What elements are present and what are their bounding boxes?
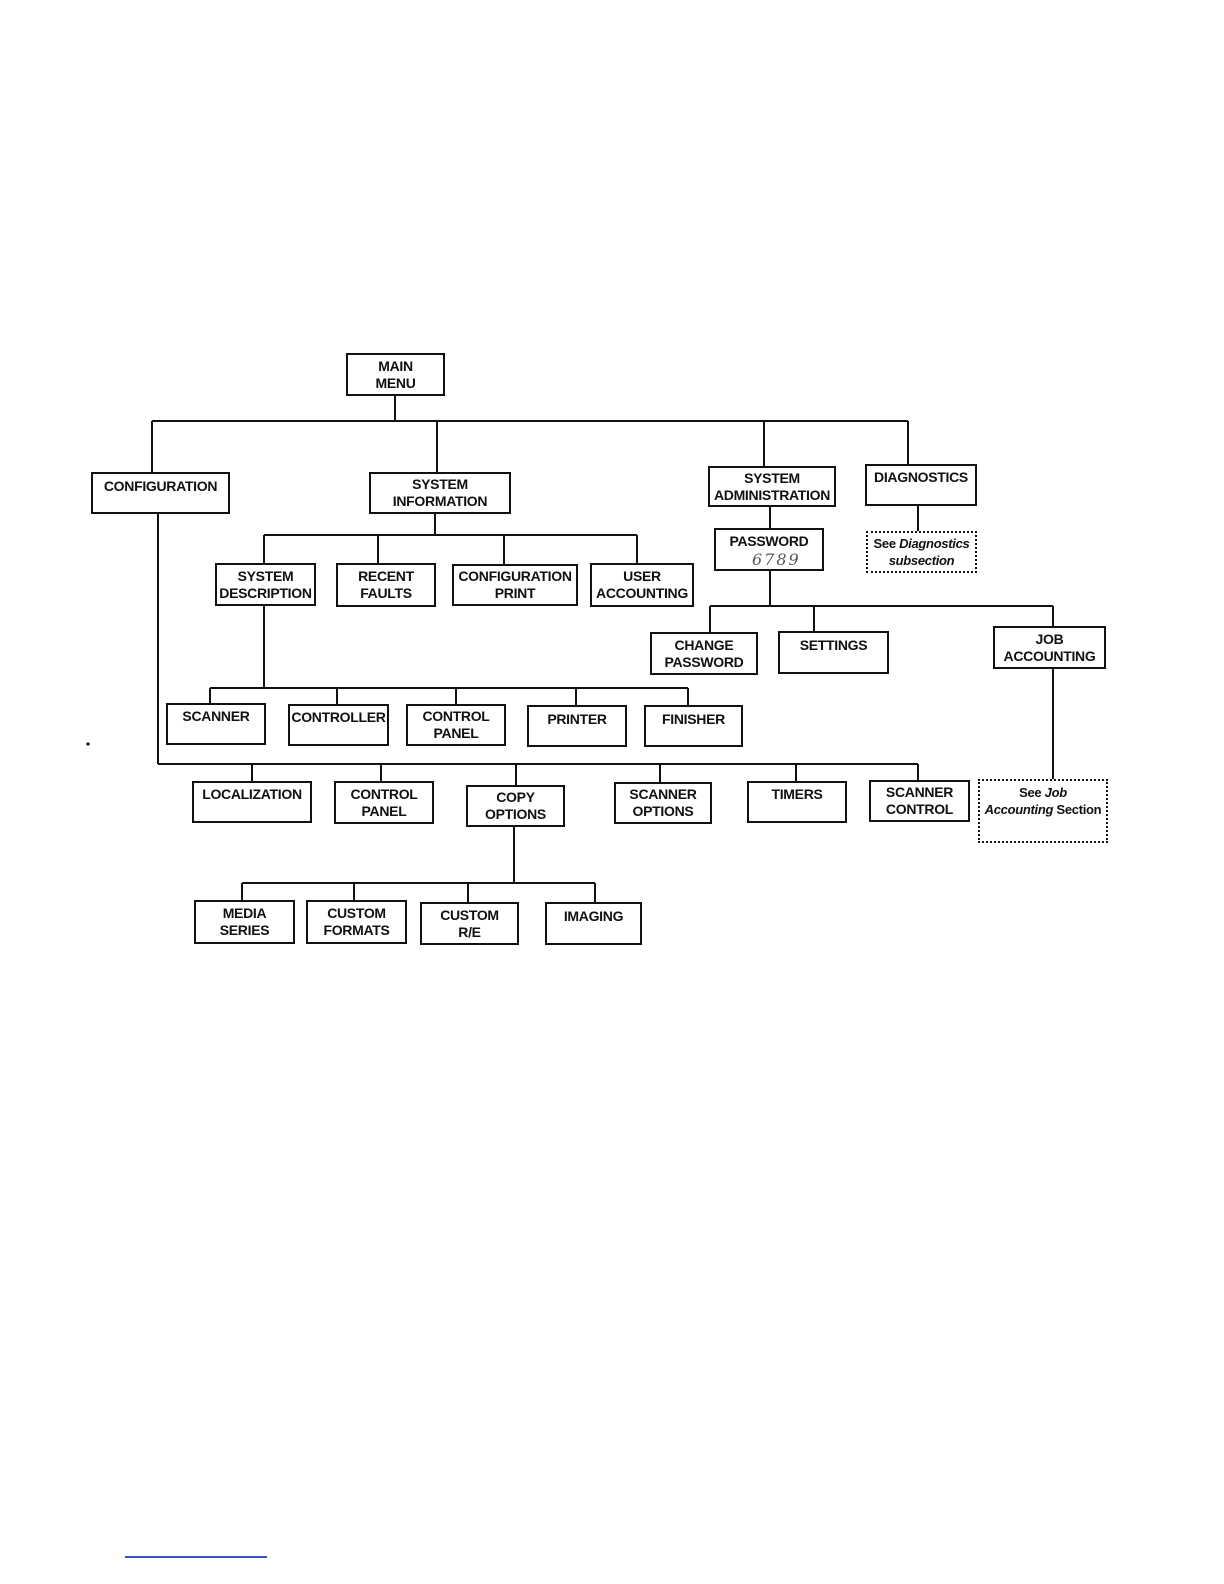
password-handwritten-note: 6789 (752, 550, 801, 569)
see-diagnostics-note: See Diagnostics subsection (866, 531, 977, 573)
see-diagnostics-italic: Diagnostics subsection (888, 536, 970, 568)
copy-options-label: COPY OPTIONS (485, 789, 546, 822)
see-job-prefix: See (1019, 785, 1042, 800)
scanner-options-label: SCANNER OPTIONS (629, 786, 697, 819)
custom-re-label: CUSTOM R/E (440, 906, 499, 940)
system-description-label: SYSTEM DESCRIPTION (219, 567, 312, 601)
scanner-node: SCANNER (166, 703, 266, 745)
scanner-control-label: SCANNER CONTROL (885, 784, 954, 817)
system-information-label: SYSTEM INFORMATION (392, 476, 488, 509)
finisher-node: FINISHER (644, 705, 743, 747)
user-accounting-node: USER ACCOUNTING (590, 563, 694, 607)
system-administration-label: SYSTEM ADMINISTRATION (713, 469, 831, 503)
controller-label: CONTROLLER (291, 709, 386, 725)
main-menu-label: MAIN MENU (375, 357, 416, 391)
configuration-print-label: CONFIGURATION PRINT (458, 568, 572, 601)
job-accounting-label: JOB ACCOUNTING (1003, 630, 1096, 664)
configuration-print-node: CONFIGURATION PRINT (452, 564, 578, 606)
controller-node: CONTROLLER (288, 704, 389, 746)
user-accounting-label: USER ACCOUNTING (596, 568, 688, 601)
scan-speck (86, 742, 90, 746)
media-series-label: MEDIA SERIES (219, 905, 270, 938)
diagnostics-label: DIAGNOSTICS (874, 469, 968, 485)
finisher-label: FINISHER (662, 711, 725, 727)
imaging-label: IMAGING (563, 908, 624, 924)
settings-node: SETTINGS (778, 631, 889, 674)
custom-formats-node: CUSTOM FORMATS (306, 900, 407, 944)
timers-node: TIMERS (747, 781, 847, 823)
custom-formats-label: CUSTOM FORMATS (323, 905, 390, 938)
control-panel-cfg-node: CONTROL PANEL (334, 781, 434, 824)
printer-node: PRINTER (527, 705, 627, 747)
configuration-node: CONFIGURATION (91, 472, 230, 514)
main-menu-node: MAIN MENU (346, 353, 445, 396)
scanner-control-node: SCANNER CONTROL (869, 780, 970, 822)
footnote-rule (125, 1556, 267, 1558)
see-job-suffix: Section (1056, 802, 1102, 817)
system-description-node: SYSTEM DESCRIPTION (215, 563, 316, 606)
see-job-italic-2: Accounting (984, 802, 1054, 817)
system-administration-node: SYSTEM ADMINISTRATION (708, 466, 836, 507)
change-password-label: CHANGE PASSWORD (664, 636, 744, 670)
settings-label: SETTINGS (799, 637, 868, 653)
localization-label: LOCALIZATION (202, 786, 302, 802)
media-series-node: MEDIA SERIES (194, 900, 295, 944)
localization-node: LOCALIZATION (192, 781, 312, 823)
change-password-node: CHANGE PASSWORD (650, 632, 758, 675)
recent-faults-label: RECENT FAULTS (358, 568, 414, 601)
configuration-label: CONFIGURATION (103, 478, 218, 494)
recent-faults-node: RECENT FAULTS (336, 563, 436, 607)
control-panel-sd-label: CONTROL PANEL (422, 708, 490, 741)
diagnostics-node: DIAGNOSTICS (865, 464, 977, 506)
see-diagnostics-prefix: See (873, 536, 897, 551)
password-node: PASSWORD (714, 528, 824, 571)
timers-label: TIMERS (771, 786, 823, 802)
printer-label: PRINTER (547, 711, 607, 727)
see-job-italic-1: Job (1044, 785, 1068, 800)
see-diagnostics-text: See Diagnostics subsection (874, 535, 970, 569)
scanner-options-node: SCANNER OPTIONS (614, 782, 712, 824)
imaging-node: IMAGING (545, 902, 642, 945)
custom-re-node: CUSTOM R/E (420, 902, 519, 945)
control-panel-cfg-label: CONTROL PANEL (350, 785, 418, 819)
control-panel-sd-node: CONTROL PANEL (406, 704, 506, 746)
copy-options-node: COPY OPTIONS (466, 785, 565, 827)
scanner-label: SCANNER (182, 708, 250, 724)
password-label: PASSWORD (729, 533, 809, 549)
job-accounting-node: JOB ACCOUNTING (993, 626, 1106, 669)
system-information-node: SYSTEM INFORMATION (369, 472, 511, 514)
